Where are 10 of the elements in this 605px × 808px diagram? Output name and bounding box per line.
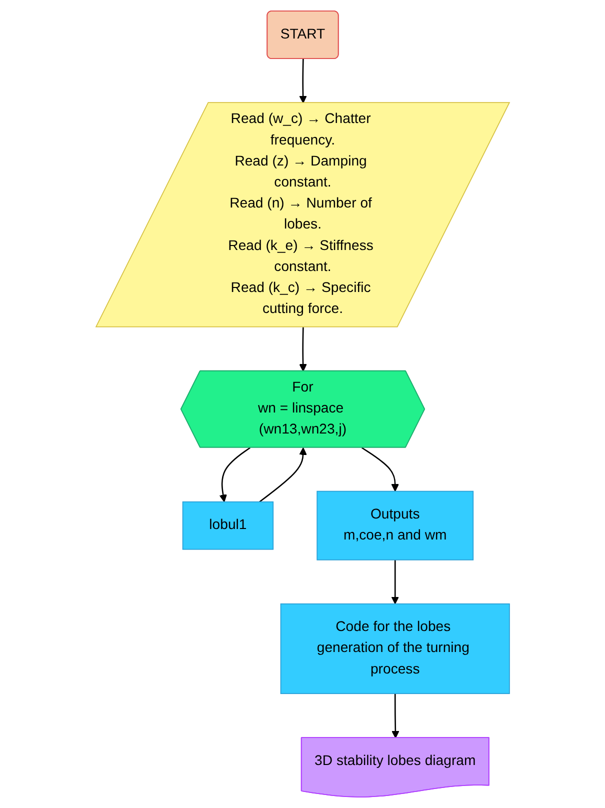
arrow [391,560,399,604]
arrow [361,447,399,492]
arrow [391,694,400,738]
node-box: Code for the lobes generation of the turning process [280,603,510,694]
node-box: lobul1 [182,501,274,550]
arrow [258,447,307,502]
arrow [298,327,307,372]
arrow [219,447,250,502]
arrow [298,58,307,104]
node-box: Outputs m,coe,n and wm [316,490,474,560]
